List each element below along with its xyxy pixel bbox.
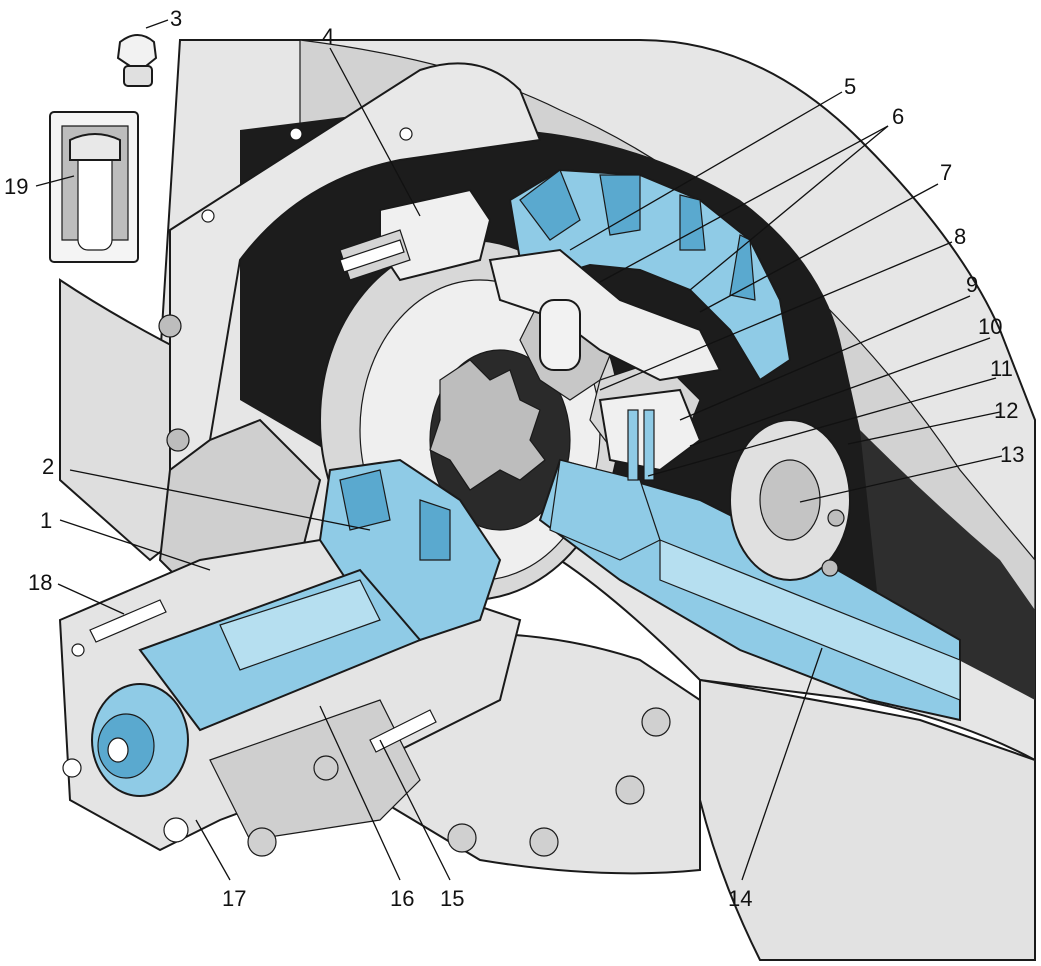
thrust-block: [598, 388, 702, 481]
callout-8: 8: [954, 224, 966, 249]
drive-pinion: [138, 458, 502, 732]
callout-3: 3: [170, 6, 182, 31]
flange-bolts: [247, 707, 671, 857]
callout-7: 7: [940, 160, 952, 185]
pinion-shaft-bracket: [488, 248, 722, 382]
callout-19: 19: [4, 174, 28, 199]
callout-4: 4: [322, 24, 334, 49]
axle-bearing-housing: [729, 419, 851, 581]
callout-6: 6: [892, 104, 904, 129]
callout-16: 16: [390, 886, 414, 911]
callout-15: 15: [440, 886, 464, 911]
pinion-flange: [91, 683, 189, 797]
callout-12: 12: [994, 398, 1018, 423]
leader-lines: [35, 19, 1003, 881]
callout-17: 17: [222, 886, 246, 911]
adjusting-screws: [89, 239, 437, 753]
callout-10: 10: [978, 314, 1002, 339]
callout-18: 18: [28, 570, 52, 595]
callout-5: 5: [844, 74, 856, 99]
breather-inset: [49, 111, 139, 263]
axle-splines: [549, 459, 661, 561]
callout-14: 14: [728, 886, 752, 911]
breather-valve: [116, 34, 158, 87]
callout-9: 9: [966, 272, 978, 297]
callout-1: 1: [40, 508, 52, 533]
callout-13: 13: [1000, 442, 1024, 467]
callout-11: 11: [990, 356, 1013, 381]
callout-labels: 1 2 3 4 5 6 7 8 9 10 11 12 13 14 15 16 1…: [4, 6, 1024, 911]
callout-2: 2: [42, 454, 54, 479]
